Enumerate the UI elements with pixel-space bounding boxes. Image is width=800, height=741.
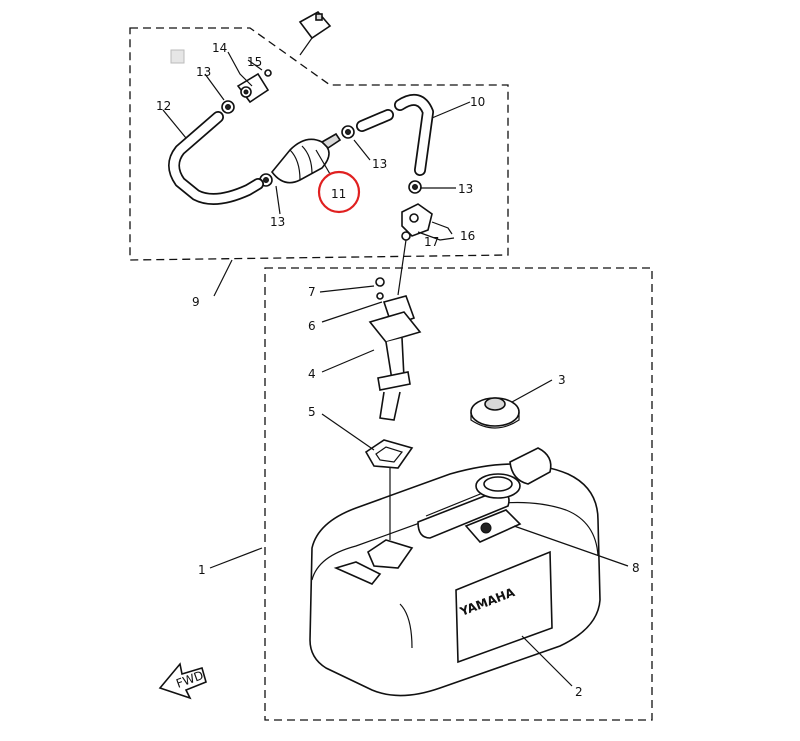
fuel-cap-3	[470, 397, 520, 429]
clamp-13-left	[221, 100, 235, 114]
callout-10: 10	[470, 95, 485, 109]
callout-8: 8	[632, 561, 640, 575]
top-connector	[298, 10, 332, 56]
gasket-5	[364, 439, 414, 469]
leader-lines	[162, 51, 629, 687]
hose-10	[356, 93, 434, 176]
connector-14	[236, 69, 272, 104]
callout-16: 16	[460, 229, 475, 243]
callout-2: 2	[575, 685, 583, 699]
callout-13-b: 13	[372, 157, 387, 171]
fuel-tank-assembly-box	[264, 267, 653, 721]
clamp-13-right	[408, 180, 422, 194]
callout-6: 6	[308, 319, 316, 333]
fwd-arrow	[158, 662, 207, 700]
callout-4: 4	[308, 367, 316, 381]
callout-13-a: 13	[196, 65, 211, 79]
callout-12: 12	[156, 99, 171, 113]
callout-14: 14	[212, 41, 227, 55]
highlight-circle	[317, 170, 361, 214]
callout-1: 1	[198, 563, 206, 577]
callout-7: 7	[308, 285, 316, 299]
primer-bulb-11	[270, 132, 342, 184]
clamp-13-mid-right	[341, 125, 355, 139]
fuel-pickup-4	[368, 239, 422, 421]
callout-15: 15	[247, 55, 262, 69]
callout-3: 3	[558, 373, 566, 387]
callout-17: 17	[424, 235, 439, 249]
hose-12	[168, 111, 264, 205]
callout-5: 5	[308, 405, 316, 419]
fuel-tank-2	[309, 447, 601, 697]
callout-13-d: 13	[458, 182, 473, 196]
tank-label-panel	[455, 550, 553, 664]
fuel-line-assembly-box	[129, 27, 509, 261]
callout-13-c: 13	[270, 215, 285, 229]
marker-square	[170, 49, 185, 64]
vent-sticker-8	[464, 509, 522, 543]
callout-11: 11	[331, 187, 346, 201]
callout-9: 9	[192, 295, 200, 309]
